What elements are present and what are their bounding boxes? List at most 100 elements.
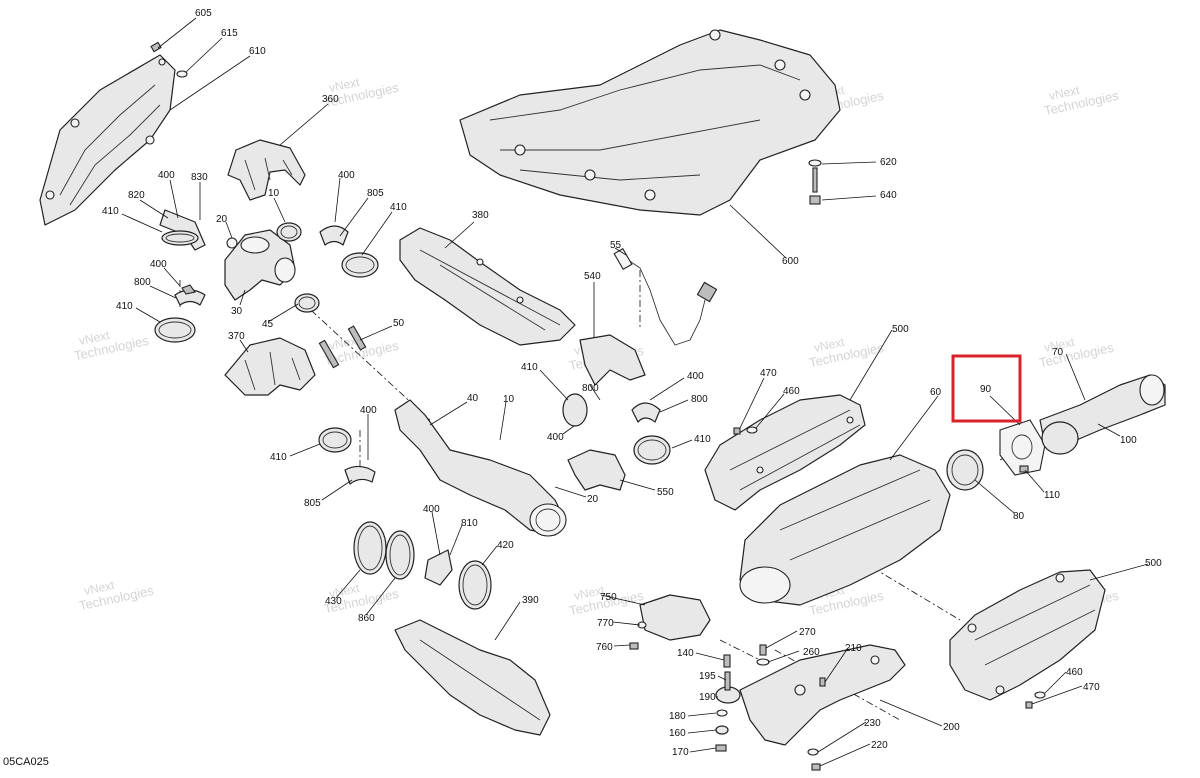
screw-605[interactable] xyxy=(150,41,162,53)
callout-50: 50 xyxy=(393,318,405,329)
callout-820: 820 xyxy=(128,190,145,201)
callout-170: 170 xyxy=(672,747,689,758)
studs-50[interactable] xyxy=(318,325,367,369)
gasket-90[interactable] xyxy=(999,419,1046,476)
muffler-60[interactable] xyxy=(739,454,951,606)
clamp-805[interactable] xyxy=(319,225,349,246)
bolt-270[interactable] xyxy=(759,644,767,656)
callout-80: 80 xyxy=(1013,511,1025,522)
clamp-410-mid[interactable] xyxy=(562,393,588,427)
heat-shield-500-upper[interactable] xyxy=(704,394,866,511)
callout-labels: 605 615 610 360 400 830 820 410 10 20 40… xyxy=(102,8,1162,758)
heat-shield-380[interactable] xyxy=(399,227,576,346)
clamp-810[interactable] xyxy=(424,549,453,586)
clamp-410-mid2[interactable] xyxy=(633,435,671,465)
clamp-430[interactable] xyxy=(353,521,387,575)
bolt-140[interactable] xyxy=(723,654,731,668)
screw-470-upper[interactable] xyxy=(733,427,741,435)
spring-20[interactable] xyxy=(226,237,238,249)
highlight-box-90[interactable] xyxy=(951,354,1022,423)
heat-shield-610[interactable] xyxy=(39,54,176,226)
stud-195[interactable] xyxy=(724,671,731,691)
callout-400-b: 400 xyxy=(150,259,167,270)
clamp-410-left[interactable] xyxy=(154,317,196,343)
oxygen-sensor-55[interactable] xyxy=(613,247,718,346)
bracket-200[interactable] xyxy=(739,644,906,746)
heat-shield-390[interactable] xyxy=(394,619,551,736)
bolt-620[interactable] xyxy=(808,159,822,193)
nut-110[interactable] xyxy=(1019,465,1029,473)
nut-760[interactable] xyxy=(629,642,639,650)
washer-230[interactable] xyxy=(807,748,819,756)
screw-470-lower[interactable] xyxy=(1025,701,1033,709)
heat-shield-360[interactable] xyxy=(227,139,306,201)
washer-460-lower[interactable] xyxy=(1034,691,1046,699)
watermark-line1: vNext xyxy=(328,75,362,95)
callout-270: 270 xyxy=(799,627,816,638)
cover-750[interactable] xyxy=(639,594,711,641)
skid-plate-600[interactable] xyxy=(459,29,841,216)
nut-220[interactable] xyxy=(811,763,821,771)
callout-610: 610 xyxy=(249,46,266,57)
ring-45[interactable] xyxy=(294,293,320,313)
callout-45: 45 xyxy=(262,319,274,330)
clamp-410[interactable] xyxy=(161,230,199,246)
callout-770: 770 xyxy=(597,618,614,629)
clamp-805-low[interactable] xyxy=(344,465,376,485)
callout-460-b: 460 xyxy=(1066,667,1083,678)
callout-400-d: 400 xyxy=(547,432,564,443)
screw-210[interactable] xyxy=(819,677,826,687)
callout-810: 810 xyxy=(461,518,478,529)
clamp-860[interactable] xyxy=(385,530,415,580)
callout-190: 190 xyxy=(699,692,716,703)
watermark-line1: vNext xyxy=(328,581,362,601)
nut-615[interactable] xyxy=(176,70,188,78)
callout-400-f: 400 xyxy=(360,405,377,416)
watermark: vNext Technologies xyxy=(73,328,151,364)
bushing-160[interactable] xyxy=(715,725,729,735)
leader-lines xyxy=(121,17,1149,767)
clamp-410-low[interactable] xyxy=(318,427,352,453)
tail-pipe-70[interactable] xyxy=(1039,374,1166,455)
heat-shield-550[interactable] xyxy=(567,449,626,491)
callout-410-a: 410 xyxy=(102,206,119,217)
callout-70: 70 xyxy=(1052,347,1064,358)
callout-430: 430 xyxy=(325,596,342,607)
exhaust-pipe-40[interactable] xyxy=(394,399,567,537)
callout-60: 60 xyxy=(930,387,942,398)
watermark-line1: vNext xyxy=(1048,83,1082,103)
nut-640[interactable] xyxy=(809,195,821,205)
heat-shield-370[interactable] xyxy=(224,337,316,396)
watermark-line1: vNext xyxy=(1043,335,1077,355)
clamp-800-mid[interactable] xyxy=(631,402,661,423)
watermark: vNext Technologies xyxy=(78,578,156,614)
callout-420: 420 xyxy=(497,540,514,551)
callout-860: 860 xyxy=(358,613,375,624)
clamp-410-upper[interactable] xyxy=(341,252,379,278)
callout-380: 380 xyxy=(472,210,489,221)
manifold-elbow-30[interactable] xyxy=(224,229,296,301)
heat-shield-500-lower[interactable] xyxy=(949,569,1106,701)
gasket-80[interactable] xyxy=(946,449,984,491)
callout-460-a: 460 xyxy=(783,386,800,397)
diagram-reference-code: 05CA025 xyxy=(3,756,49,768)
callout-410-e: 410 xyxy=(694,434,711,445)
callout-750: 750 xyxy=(600,592,617,603)
heat-shield-540[interactable] xyxy=(579,334,646,386)
callout-10-b: 10 xyxy=(503,394,515,405)
callout-640: 640 xyxy=(880,190,897,201)
clamp-halves-800[interactable] xyxy=(174,284,206,306)
washer-460-upper[interactable] xyxy=(746,426,758,434)
gasket-10[interactable] xyxy=(276,222,302,242)
callout-410-b: 410 xyxy=(116,301,133,312)
clamp-420[interactable] xyxy=(458,560,492,610)
washer-260[interactable] xyxy=(756,658,770,666)
washer-180[interactable] xyxy=(716,709,728,717)
callout-390: 390 xyxy=(522,595,539,606)
callout-400-a: 400 xyxy=(158,170,175,181)
nut-170[interactable] xyxy=(715,744,727,752)
watermark-line1: vNext xyxy=(573,583,607,603)
callout-410-c: 410 xyxy=(390,202,407,213)
callout-500-b: 500 xyxy=(1145,558,1162,569)
